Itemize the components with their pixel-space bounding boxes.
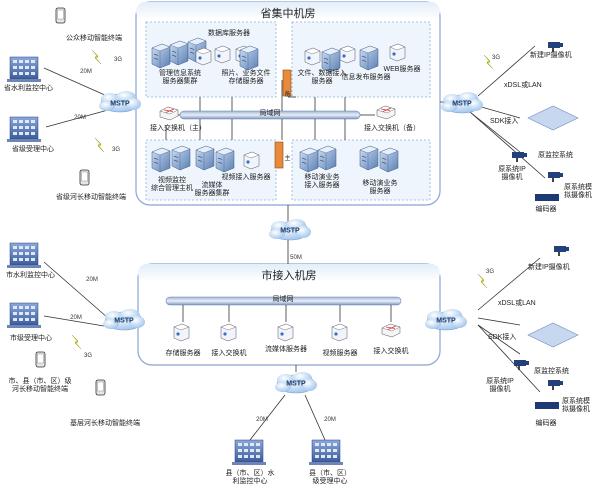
bw-50m-label: 50M	[290, 255, 302, 261]
city-switch2-label: 接入交换机	[373, 348, 409, 355]
cloud-middle-label: MSTP	[280, 227, 300, 235]
bw-water-label: 20M	[80, 69, 92, 75]
cloud-bottom-label: MSTP	[286, 380, 306, 388]
province-room-header	[136, 2, 440, 20]
info-publish-label: 信息发布服务器	[341, 74, 391, 81]
city-video-label: 视频服务器	[322, 350, 358, 357]
bw-accept-label: 20M	[74, 115, 86, 121]
county-water-label: 县（市、区）水 利监控中心	[225, 470, 275, 485]
city-switch1-label: 接入交换机	[211, 350, 247, 357]
bw-county-accept-label: 20M	[324, 417, 336, 423]
bw-3g-top-label: 3G	[113, 57, 123, 63]
bw-city-water-label: 20M	[86, 277, 98, 283]
grass-chief-label: 基层河长移动智能终端	[70, 420, 140, 427]
stream-cluster-label: 流媒体 服务器集群	[194, 182, 230, 197]
sdk-bottom-label: SDK接入	[488, 334, 517, 341]
city-lan-label: 局域网	[272, 296, 294, 303]
accept-center-label: 省级受理中心	[12, 146, 54, 153]
mgmt-cluster-label: 管理信息系统 服务器集群	[159, 70, 201, 85]
orig-monitor-top-label: 原监控系统	[538, 152, 573, 159]
db-server-label: 数据库服务器	[208, 30, 250, 37]
encoder-top-label: 编码器	[535, 206, 557, 213]
new-ip-camera-bottom-label: 新建IP摄像机	[528, 264, 570, 271]
video-access-label: 视频接入服务器	[221, 174, 271, 181]
cloud-province-left-label: MSTP	[110, 100, 130, 108]
media-storage-label: 照片、业务文件 存储服务器	[221, 70, 271, 85]
encoder-box-top	[535, 194, 559, 201]
firewall-backup-label: 备	[284, 92, 291, 98]
web-server-label: WEB服务器	[383, 66, 421, 73]
sdk-top-label: SDK接入	[490, 118, 519, 125]
orig-monitor-platform-bottom	[527, 322, 579, 348]
orig-ip-bottom-label: 原系统IP 摄像机	[486, 378, 514, 393]
mobile-access-label: 移动演业务 接入服务器	[304, 174, 340, 189]
county-chief-label: 市、县（市、区）级 河长移动智能终端	[8, 378, 72, 393]
orig-monitor-bottom-label: 原监控系统	[534, 368, 569, 375]
city-storage-label: 存储服务器	[165, 350, 201, 357]
bw-county-water-label: 20M	[256, 417, 268, 423]
switch-backup-label: 接入交换机（备）	[364, 125, 420, 132]
bw-city-accept-label: 20M	[70, 315, 82, 321]
city-accept-label: 市级受理中心	[10, 335, 52, 342]
cloud-city-right-label: MSTP	[436, 317, 456, 325]
province-room-title: 省集中机房	[260, 8, 316, 20]
water-center-label: 省水利监控中心	[4, 85, 53, 92]
file-access-label: 文件、数据接入 服务器	[297, 70, 347, 85]
public-mobile-label: 公众移动智能终端	[66, 35, 122, 42]
county-accept-label: 县（市、区） 级受理中心	[309, 470, 351, 485]
bw-3g-river-label: 3G	[111, 147, 121, 153]
switch-main-label: 接入交换机（主）	[150, 125, 206, 132]
orig-monitor-platform-top	[527, 105, 579, 131]
new-ip-camera-top-label: 新建IP摄像机	[530, 52, 572, 59]
city-room-header	[138, 264, 440, 282]
encoder-box-bottom	[535, 402, 559, 409]
bw-3g-city-label: 3G	[83, 353, 93, 359]
cloud-province-right-label: MSTP	[452, 100, 472, 108]
encoder-bottom-label: 编码器	[535, 420, 557, 427]
city-lan-bar	[165, 296, 402, 306]
province-lan-label: 局域网	[259, 110, 281, 117]
orig-ip-top-label: 原系统IP 摄像机	[498, 166, 526, 181]
firewall-main	[274, 141, 284, 169]
mobile-service-label: 移动演业务 服务器	[362, 180, 398, 195]
city-room-title: 市接入机房	[261, 270, 317, 282]
bw-3g-right-bottom-label: 3G	[485, 269, 495, 275]
orig-analog-top-label: 原系统模 拟摄像机	[564, 184, 592, 199]
city-water-label: 市水利监控中心	[6, 272, 55, 279]
cloud-city-left-label: MSTP	[114, 317, 134, 325]
firewall-backup	[282, 69, 292, 97]
xdsl-top-label: xDSL或LAN	[504, 82, 542, 89]
bw-3g-right-top-label: 3G	[491, 55, 501, 61]
firewall-main-label: 主	[284, 156, 291, 162]
city-stream-label: 流媒体服务器	[265, 346, 307, 353]
orig-analog-bottom-label: 原系统模 拟摄像机	[562, 398, 590, 413]
xdsl-bottom-label: xDSL或LAN	[498, 300, 536, 307]
river-chief-label: 省级河长移动智能终端	[56, 194, 126, 201]
video-mgmt-label: 视频监控 综合管理主机	[151, 177, 193, 192]
